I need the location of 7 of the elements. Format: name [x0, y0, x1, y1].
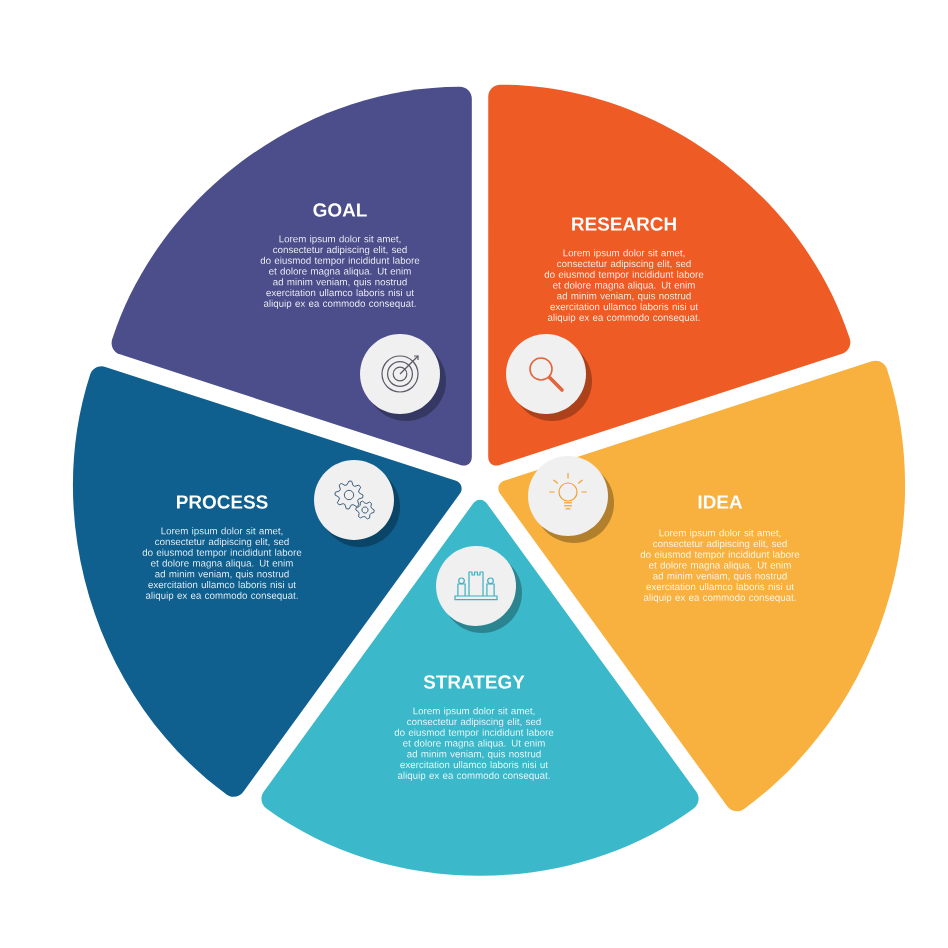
slice-title: GOAL: [313, 203, 367, 217]
slice-title: STRATEGY: [423, 675, 525, 689]
slice-title: RESEARCH: [572, 217, 676, 231]
pie-slice: [111, 86, 472, 466]
slice-title: PROCESS: [177, 495, 268, 509]
pie-slice: [488, 84, 851, 466]
slice-title: IDEA: [698, 495, 743, 509]
